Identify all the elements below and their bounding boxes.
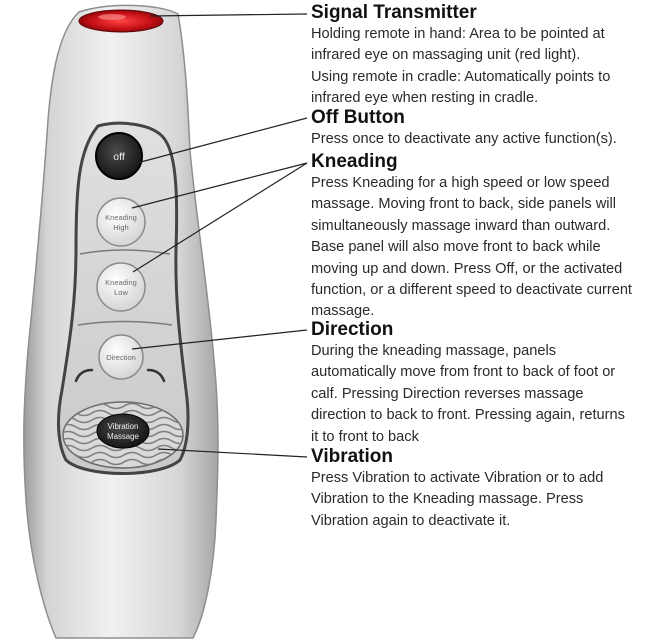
- kneading-title: Kneading: [311, 151, 398, 172]
- signal-transmitter-line: Holding remote in hand: Area to be point…: [311, 26, 605, 42]
- vibration-line: Vibration to the Kneading massage. Press: [311, 491, 584, 508]
- off-button-label: off: [113, 151, 125, 163]
- kneading-low-button[interactable]: [96, 262, 146, 312]
- kneading-high-button[interactable]: [96, 197, 146, 247]
- vibration-label-line2: Massage: [107, 432, 139, 441]
- off-button-line: Press once to deactivate any active func…: [311, 131, 617, 147]
- direction-line: calf. Pressing Direction reverses massag…: [311, 385, 584, 402]
- signal-transmitter-line: infrared eye on massaging unit (red ligh…: [311, 47, 581, 64]
- leader-line-kneading-low: [132, 162, 308, 273]
- direction-section: Direction During the kneading massage, p…: [311, 319, 669, 448]
- signal-transmitter-section: Signal Transmitter Holding remote in han…: [311, 2, 669, 110]
- vibration-line: Vibration again to deactivate it.: [311, 512, 511, 529]
- signal-transmitter-light: [78, 9, 164, 33]
- leader-line-vibration: [157, 448, 308, 458]
- kneading-high-label-line1: Kneading: [105, 213, 137, 222]
- direction-line: it to front to back: [311, 428, 419, 445]
- leader-line-signal: [149, 13, 308, 17]
- off-button[interactable]: [95, 132, 143, 180]
- vibration-massage-button[interactable]: [60, 401, 188, 469]
- off-button-section: Off Button Press once to deactivate any …: [311, 107, 669, 150]
- kneading-low-label-line2: Low: [114, 288, 128, 297]
- kneading-section: Kneading Press Kneading for a high speed…: [311, 151, 669, 323]
- vibration-section: Vibration Press Vibration to activate Vi…: [311, 446, 669, 532]
- kneading-line: massage. Moving front to back, side pane…: [311, 196, 616, 213]
- direction-line: direction to back to front. Pressing aga…: [311, 407, 625, 424]
- vibration-label-line1: Vibration: [108, 422, 139, 431]
- direction-left-arrow-icon: [74, 368, 94, 383]
- kneading-line: function, or a different speed to deacti…: [311, 282, 632, 299]
- vibration-line: Press Vibration to activate Vibration or…: [311, 470, 604, 486]
- kneading-line: moving up and down. Press Off, or the ac…: [311, 260, 623, 277]
- kneading-low-label-line1: Kneading: [105, 278, 137, 287]
- signal-transmitter-line: infrared eye when resting in cradle.: [311, 90, 539, 107]
- direction-line: During the kneading massage, panels: [311, 343, 557, 359]
- leader-line-kneading-high: [131, 162, 308, 209]
- direction-button[interactable]: [98, 334, 144, 380]
- direction-title: Direction: [311, 319, 394, 340]
- signal-transmitter-line: Using remote in cradle: Automatically po…: [311, 68, 611, 85]
- direction-button-label: Direction: [106, 353, 136, 362]
- signal-transmitter-title: Signal Transmitter: [311, 2, 477, 23]
- kneading-line: massage.: [311, 303, 375, 320]
- kneading-high-label-line2: High: [113, 223, 128, 232]
- direction-right-arrow-icon: [146, 368, 166, 383]
- kneading-line: Press Kneading for a high speed or low s…: [311, 175, 610, 191]
- kneading-line: Base panel will also move front to back …: [311, 239, 601, 256]
- off-button-title: Off Button: [311, 107, 405, 128]
- direction-line: automatically move from front to back of…: [311, 364, 616, 381]
- kneading-line: simultaneously massage inward than outwa…: [311, 217, 611, 234]
- vibration-title: Vibration: [311, 446, 393, 467]
- leader-line-off: [136, 117, 308, 164]
- leader-line-direction: [131, 329, 308, 350]
